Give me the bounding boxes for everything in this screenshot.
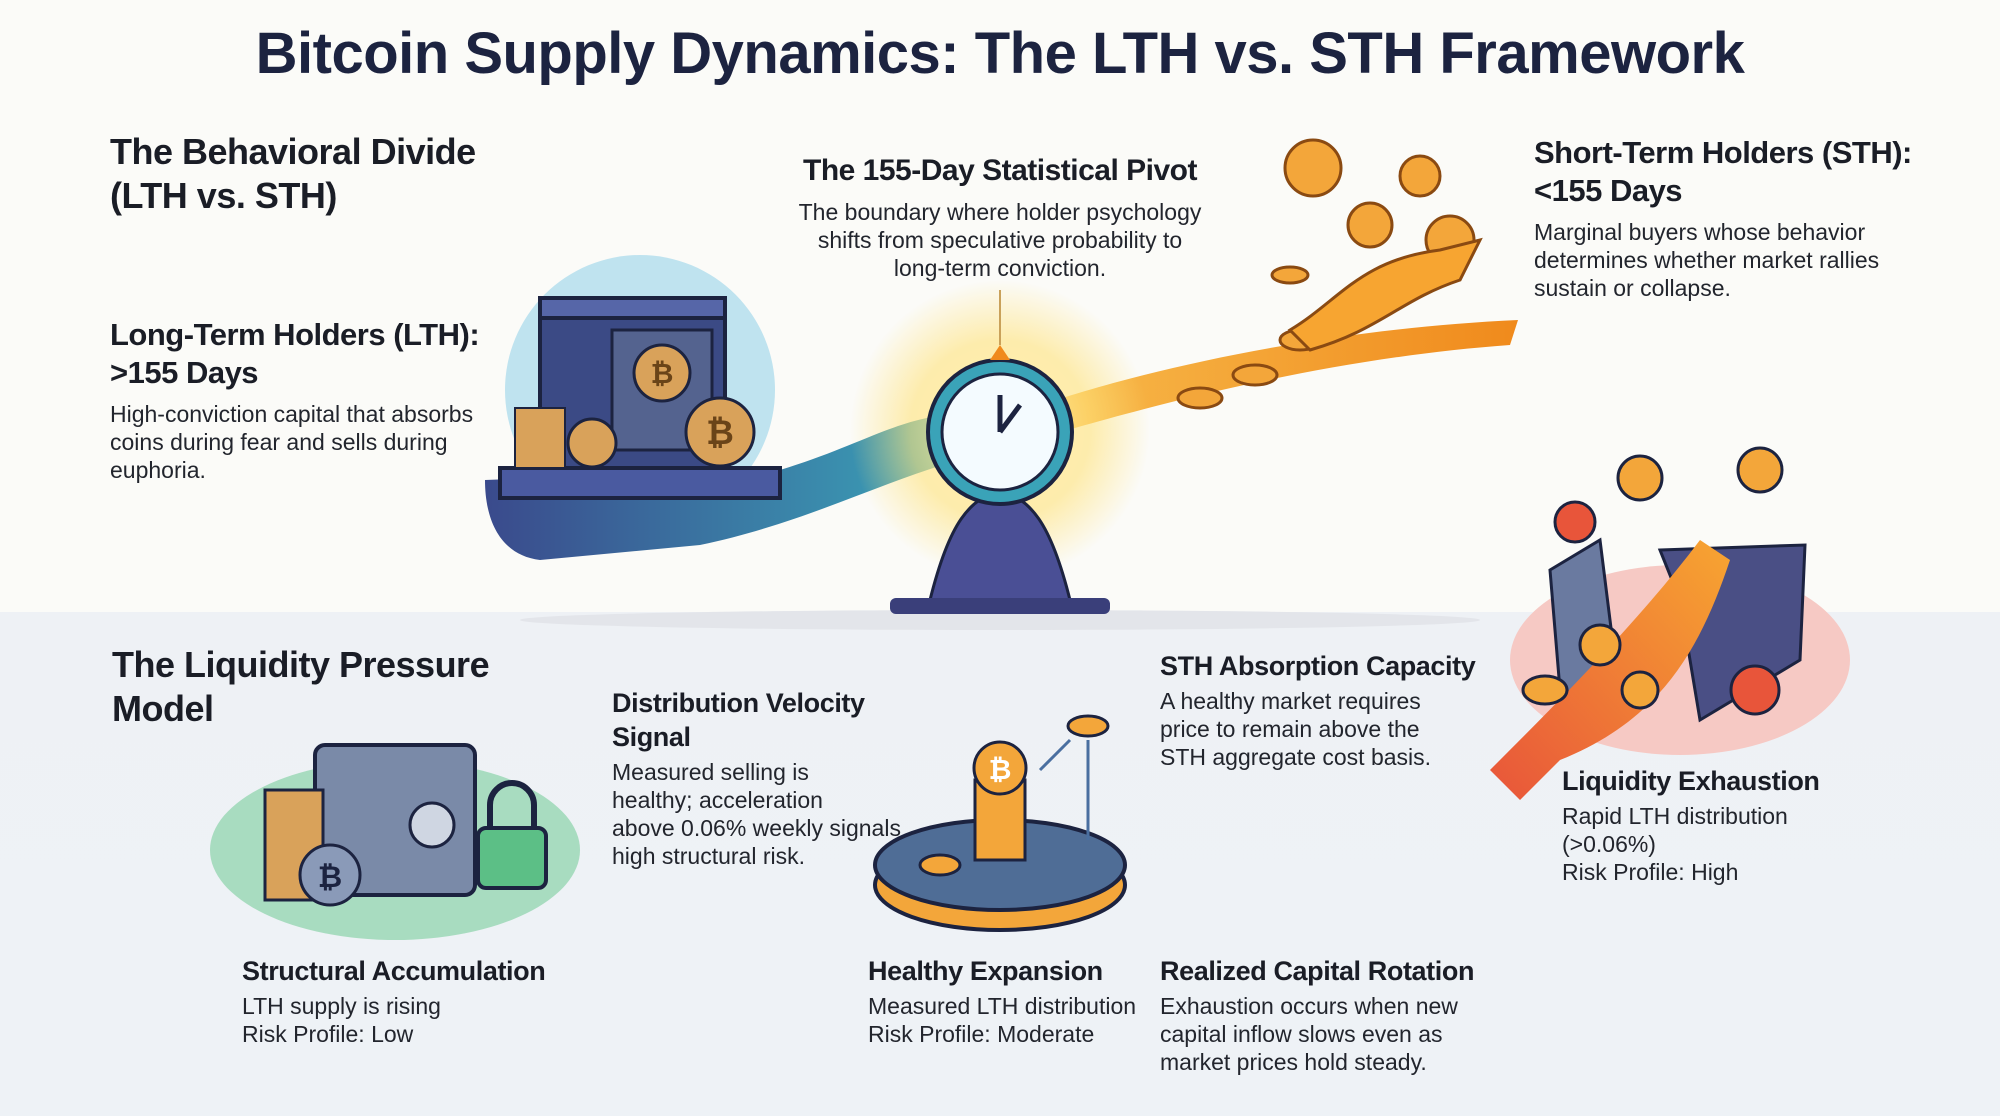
body-line: The boundary where holder psychology (798, 199, 1202, 225)
capital-rotation-section: Realized Capital Rotation Exhaustion occ… (1160, 954, 1520, 1076)
heading-line: (LTH vs. STH) (110, 175, 337, 216)
sth-absorption-section: STH Absorption Capacity A healthy market… (1160, 649, 1500, 771)
lth-section: Long-Term Holders (LTH): >155 Days High-… (110, 316, 510, 484)
lth-description: High-conviction capital that absorbs coi… (110, 400, 510, 484)
svg-text:₿: ₿ (318, 861, 342, 894)
sth-absorption-heading: STH Absorption Capacity (1160, 651, 1476, 681)
behavioral-divide-heading: The Behavioral Divide (LTH vs. STH) (110, 130, 476, 218)
heading-line: The Behavioral Divide (110, 131, 476, 172)
healthy-expansion-heading: Healthy Expansion (868, 956, 1103, 986)
liquidity-model-section: The Liquidity Pressure Model (112, 643, 490, 731)
risk-profile: Risk Profile: Low (242, 1021, 414, 1047)
liquidity-model-heading: The Liquidity Pressure Model (112, 643, 490, 731)
body-line: coins during fear and sells during (110, 429, 448, 455)
body-line: euphoria. (110, 457, 206, 483)
risk-profile: Risk Profile: High (1562, 859, 1739, 885)
risk-profile: Risk Profile: Moderate (868, 1021, 1095, 1047)
healthy-expansion-description: Measured LTH distribution Risk Profile: … (868, 992, 1168, 1048)
body-line: STH aggregate cost basis. (1160, 744, 1432, 770)
body-line: Marginal buyers whose behavior (1534, 219, 1866, 245)
body-line: (>0.06%) (1562, 831, 1656, 857)
accumulation-safe-icon: ₿ (263, 743, 477, 907)
body-line: High-conviction capital that absorbs (110, 401, 474, 427)
body-line: market prices hold steady. (1160, 1049, 1427, 1075)
body-line: Measured selling is (612, 759, 809, 785)
capital-rotation-description: Exhaustion occurs when new capital inflo… (1160, 992, 1520, 1076)
capital-rotation-heading: Realized Capital Rotation (1160, 956, 1475, 986)
heading-line: The Liquidity Pressure (112, 644, 490, 685)
liquidity-exhaustion-section: Liquidity Exhaustion Rapid LTH distribut… (1562, 764, 1902, 886)
heading-line: <155 Days (1534, 173, 1683, 208)
structural-accumulation-heading: Structural Accumulation (242, 956, 546, 986)
pivot-description: The boundary where holder psychology shi… (750, 198, 1250, 282)
body-line: sustain or collapse. (1534, 275, 1731, 301)
heading-line: Model (112, 688, 214, 729)
body-line: determines whether market rallies (1534, 247, 1880, 273)
body-line: Exhaustion occurs when new (1160, 993, 1458, 1019)
body-line: shifts from speculative probability to (817, 227, 1183, 253)
body-line: long-term conviction. (893, 255, 1107, 281)
heading-line: Short-Term Holders (STH): (1534, 135, 1912, 170)
body-line: above 0.06% weekly signals (612, 815, 901, 841)
structural-accumulation-section: Structural Accumulation LTH supply is ri… (242, 954, 582, 1048)
pivot-section: The 155-Day Statistical Pivot The bounda… (750, 152, 1250, 282)
body-line: price to remain above the (1160, 716, 1420, 742)
liquidity-exhaustion-heading: Liquidity Exhaustion (1562, 766, 1820, 796)
body-line: A healthy market requires (1160, 688, 1421, 714)
sth-absorption-description: A healthy market requires price to remai… (1160, 687, 1500, 771)
clock-icon (926, 345, 1074, 506)
distribution-velocity-heading: Distribution Velocity Signal (612, 688, 865, 752)
lock-icon (476, 780, 548, 890)
body-line: Measured LTH distribution (868, 993, 1137, 1019)
healthy-expansion-section: Healthy Expansion Measured LTH distribut… (868, 954, 1168, 1048)
lth-vault-icon: ₿ ₿ (498, 296, 782, 500)
sth-section: Short-Term Holders (STH): <155 Days Marg… (1534, 134, 1974, 302)
ground-shadow (520, 610, 1480, 630)
svg-text:₿: ₿ (989, 754, 1012, 785)
exhaustion-crack-icon (1490, 446, 1807, 800)
heading-line: >155 Days (110, 355, 259, 390)
distribution-velocity-section: Distribution Velocity Signal Measured se… (612, 686, 932, 870)
lth-heading: Long-Term Holders (LTH): >155 Days (110, 316, 510, 392)
liquidity-exhaustion-description: Rapid LTH distribution (>0.06%) Risk Pro… (1562, 802, 1902, 886)
body-line: high structural risk. (612, 843, 806, 869)
pivot-heading: The 155-Day Statistical Pivot (803, 154, 1198, 187)
structural-accumulation-description: LTH supply is rising Risk Profile: Low (242, 992, 582, 1048)
body-line: capital inflow slows even as (1160, 1021, 1443, 1047)
body-line: healthy; acceleration (612, 787, 823, 813)
distribution-velocity-description: Measured selling is healthy; acceleratio… (612, 758, 932, 870)
svg-text:₿: ₿ (706, 414, 734, 452)
body-line: Rapid LTH distribution (1562, 803, 1788, 829)
sth-heading: Short-Term Holders (STH): <155 Days (1534, 134, 1974, 210)
expansion-platform-icon: ₿ (873, 714, 1127, 932)
sth-description: Marginal buyers whose behavior determine… (1534, 218, 1974, 302)
svg-text:₿: ₿ (651, 358, 674, 389)
behavioral-divide-section: The Behavioral Divide (LTH vs. STH) (110, 130, 476, 218)
sth-coins-icon (1176, 138, 1483, 410)
body-line: LTH supply is rising (242, 993, 441, 1019)
page-title: Bitcoin Supply Dynamics: The LTH vs. STH… (255, 21, 1745, 86)
heading-line: Long-Term Holders (LTH): (110, 317, 480, 352)
